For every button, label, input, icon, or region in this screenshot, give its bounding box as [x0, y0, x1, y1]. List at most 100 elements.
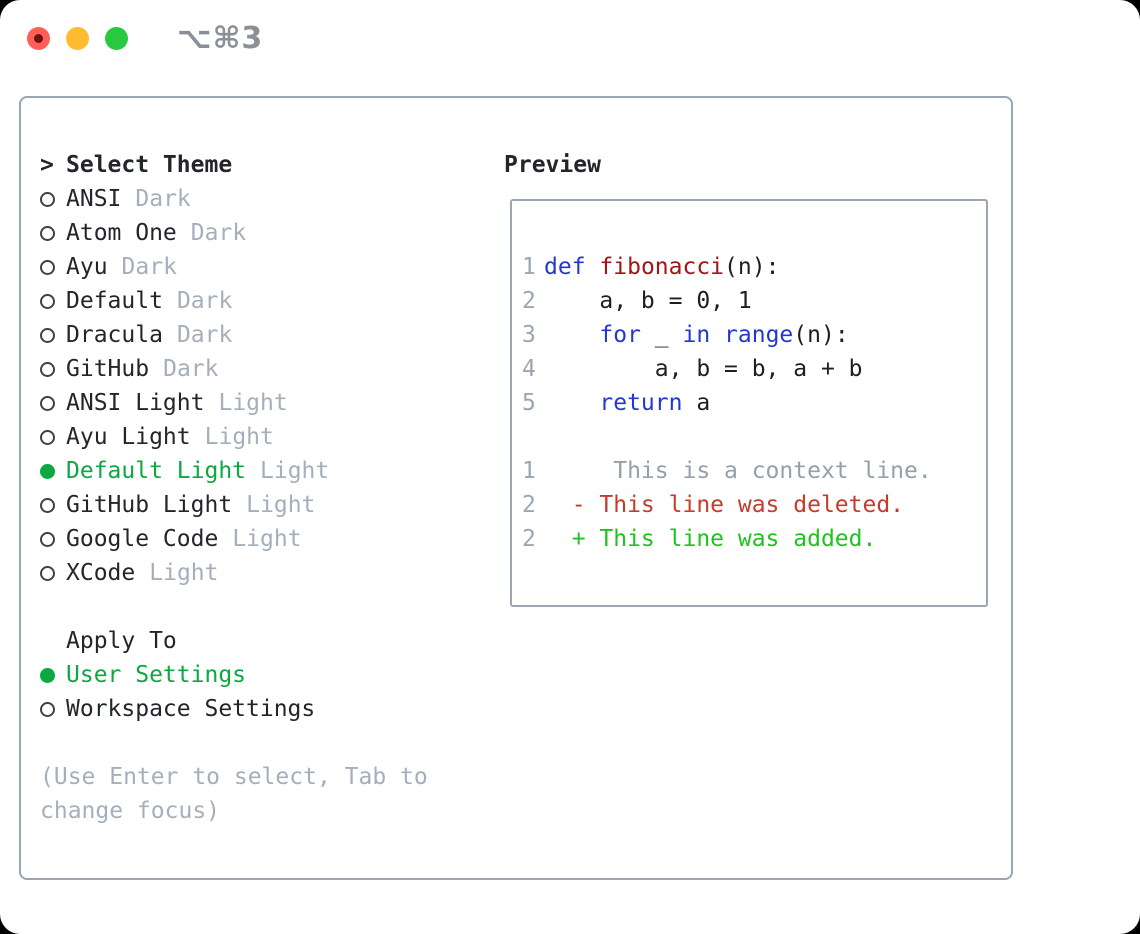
- theme-name: GitHub: [66, 356, 150, 382]
- radio-icon: [40, 327, 55, 343]
- code-token: in: [682, 322, 711, 348]
- radio-icon: [40, 293, 55, 309]
- code-token: for: [599, 322, 641, 348]
- line-content: a, b = 0, 1: [544, 284, 752, 318]
- theme-variant: Dark: [176, 288, 233, 314]
- preview-line: 3 for _ in range(n):: [522, 318, 986, 352]
- radio-icon: [40, 395, 55, 411]
- radio-marker: [40, 497, 66, 513]
- theme-variant: Light: [204, 424, 274, 450]
- line-content: - This line was deleted.: [544, 488, 904, 522]
- theme-variant: Light: [149, 560, 219, 586]
- prompt-icon: >: [40, 152, 54, 178]
- select-theme-title: Select Theme: [66, 152, 233, 178]
- preview-blank-line: [522, 420, 986, 454]
- radio-marker: [40, 701, 66, 717]
- preview-line: 2 + This line was added.: [522, 522, 986, 556]
- radio-marker: [40, 395, 66, 411]
- line-number: 1: [522, 458, 536, 484]
- theme-option-default-light-light[interactable]: Default Light Light: [40, 454, 492, 488]
- radio-icon: [40, 361, 55, 377]
- line-content: for _ in range(n):: [544, 318, 848, 352]
- zoom-button-icon[interactable]: [105, 26, 128, 50]
- theme-name: ANSI: [66, 186, 122, 212]
- code-token: [544, 322, 599, 348]
- code-token: [710, 322, 724, 348]
- radio-marker: [40, 225, 66, 241]
- radio-marker: [40, 361, 66, 377]
- code-token: [586, 254, 600, 280]
- radio-icon: [40, 565, 55, 581]
- spacer: [40, 726, 492, 760]
- radio-icon: [40, 701, 55, 717]
- keyboard-hint: (Use Enter to select, Tab to change focu…: [40, 764, 428, 824]
- code-token: a, b = b, a + b: [544, 356, 863, 382]
- apply-option-label: Workspace Settings: [66, 696, 316, 722]
- line-number: 5: [522, 390, 536, 416]
- preview-line: 5 return a: [522, 386, 986, 420]
- line-content: def fibonacci(n):: [544, 250, 779, 284]
- theme-name: Dracula: [66, 322, 163, 348]
- preview-line: 2 a, b = 0, 1: [522, 284, 986, 318]
- theme-name: Default Light: [66, 458, 247, 484]
- code-token: a: [682, 390, 711, 416]
- close-button-icon[interactable]: [27, 26, 50, 50]
- code-token: fibonacci: [599, 254, 725, 280]
- radio-icon: [40, 225, 55, 241]
- theme-option-dracula-dark[interactable]: Dracula Dark: [40, 318, 492, 352]
- code-token: [544, 390, 599, 416]
- code-token: - This line was deleted.: [544, 492, 905, 518]
- radio-marker: [40, 429, 66, 445]
- theme-name: Ayu: [66, 254, 108, 280]
- line-number: 3: [522, 322, 536, 348]
- radio-marker: [40, 259, 66, 275]
- radio-icon: [40, 191, 55, 207]
- radio-marker: [40, 667, 66, 683]
- theme-name: GitHub Light: [66, 492, 233, 518]
- line-number: 1: [522, 254, 536, 280]
- line-number: 4: [522, 356, 536, 382]
- radio-marker: [40, 293, 66, 309]
- preview-line: 1 This is a context line.: [522, 454, 986, 488]
- theme-variant: Light: [260, 458, 330, 484]
- radio-marker: [40, 191, 66, 207]
- radio-icon: [40, 497, 55, 513]
- minimize-button-icon[interactable]: [66, 26, 89, 50]
- apply-option-user-settings[interactable]: User Settings: [40, 658, 492, 692]
- radio-marker: [40, 565, 66, 581]
- line-content: This is a context line.: [544, 454, 932, 488]
- code-token: (n):: [724, 254, 780, 280]
- line-number: [522, 420, 544, 454]
- apply-option-label: User Settings: [66, 662, 247, 688]
- code-token: range: [724, 322, 794, 348]
- titlebar: ⌥⌘3: [0, 0, 1140, 76]
- code-token: + This line was added.: [544, 526, 877, 552]
- theme-variant: Dark: [176, 322, 233, 348]
- radio-marker: [40, 531, 66, 547]
- line-number: 2: [522, 288, 536, 314]
- apply-option-workspace-settings[interactable]: Workspace Settings: [40, 692, 492, 726]
- theme-name: ANSI Light: [66, 390, 205, 416]
- line-number: 2: [522, 526, 536, 552]
- preview-line: 1 def fibonacci(n):: [522, 250, 986, 284]
- radio-icon: [40, 667, 55, 683]
- code-token: a, b = 0, 1: [544, 288, 752, 314]
- radio-icon: [40, 463, 55, 479]
- apply-to-header: Apply To: [40, 624, 492, 658]
- line-number: 2: [522, 492, 536, 518]
